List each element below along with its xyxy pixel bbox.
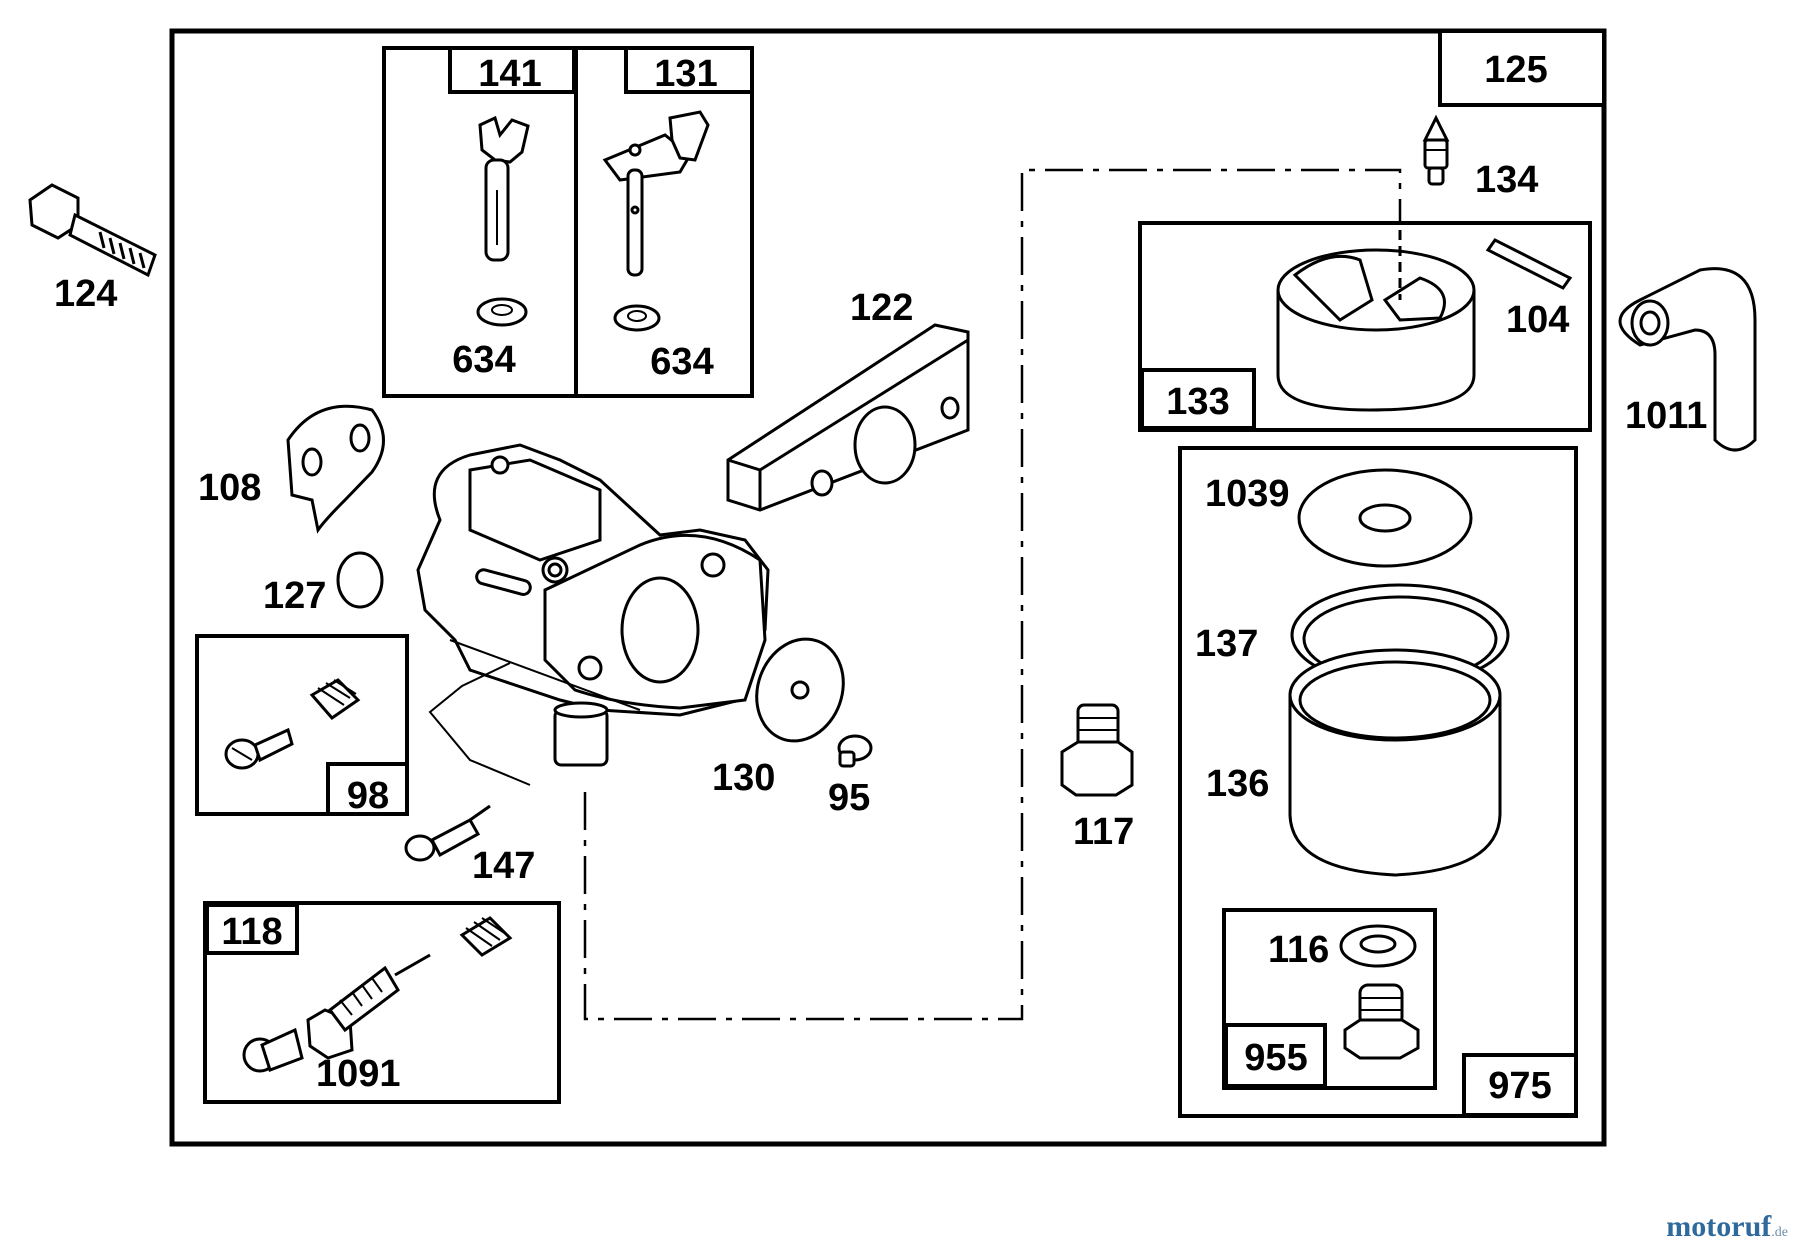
- gasket-1039-drawing: [1297, 468, 1473, 568]
- box-955-label: 955: [1244, 1037, 1307, 1079]
- plug-955-drawing: [1343, 983, 1420, 1060]
- watermark-tld: .de: [1771, 1225, 1788, 1240]
- part-122-label: 122: [850, 287, 913, 329]
- bowl-136-drawing: [1288, 648, 1502, 877]
- watermark: motoruf.de: [1666, 1210, 1788, 1244]
- watermark-brand: motoruf: [1666, 1210, 1772, 1243]
- part-117-label: 117: [1073, 811, 1134, 853]
- part-137-label: 137: [1195, 623, 1258, 665]
- box-955-frame: [1222, 908, 1437, 1090]
- float-133-drawing: [1276, 230, 1476, 412]
- part-116-label: 116: [1268, 929, 1329, 971]
- box-133-label: 133: [1166, 381, 1229, 423]
- part-127-label: 127: [263, 575, 326, 617]
- part-108-label: 108: [198, 467, 261, 509]
- fitting-117-drawing: [1060, 703, 1134, 797]
- screw-147-drawing: [404, 662, 531, 862]
- part-95-label: 95: [828, 777, 870, 819]
- spacer-122-drawing: [726, 323, 970, 512]
- part-634-label-a: 634: [452, 339, 515, 381]
- bolt-124-drawing: [28, 183, 157, 278]
- box-118-frame: [203, 901, 561, 1104]
- box-131-label: 131: [654, 53, 717, 95]
- needle-valve-1091-drawing: [242, 916, 513, 1073]
- plate-108-drawing: [286, 404, 385, 534]
- seal-634-drawing-a: [476, 297, 528, 327]
- box-975-label: 975: [1488, 1065, 1551, 1107]
- choke-shaft-141-drawing: [478, 115, 530, 262]
- needle-134-drawing: [1422, 114, 1450, 186]
- part-1091-label: 1091: [316, 1053, 401, 1095]
- part-1039-label: 1039: [1205, 473, 1290, 515]
- seal-634-drawing-b: [613, 304, 661, 332]
- part-147-label: 147: [472, 845, 535, 887]
- disc-127-drawing: [336, 551, 384, 609]
- throttle-shaft-131-drawing: [602, 110, 710, 277]
- part-104-label: 104: [1506, 299, 1569, 341]
- box-975-frame: [1178, 446, 1578, 1118]
- main-frame: [169, 28, 1607, 1147]
- box-98-label: 98: [347, 775, 389, 817]
- box-125-label: 125: [1484, 49, 1547, 91]
- pin-104-drawing: [1485, 238, 1573, 290]
- box-141-label: 141: [478, 53, 541, 95]
- washer-116-drawing: [1339, 924, 1417, 968]
- box-118-label: 118: [221, 911, 282, 953]
- part-124-label: 124: [54, 273, 117, 315]
- part-130-label: 130: [712, 757, 775, 799]
- gasket-130-drawing: [755, 637, 845, 743]
- screw-95-drawing: [837, 734, 873, 768]
- part-1011-label: 1011: [1625, 395, 1707, 437]
- part-634-label-b: 634: [650, 341, 713, 383]
- part-136-label: 136: [1206, 763, 1269, 805]
- hose-1011-drawing: [1618, 267, 1757, 452]
- box-133-frame: [1138, 221, 1592, 432]
- box-98-frame: [195, 634, 409, 816]
- screw-spring-98-drawing: [224, 678, 361, 770]
- carburetor-body-drawing: [416, 443, 770, 767]
- box-125-frame: [1438, 29, 1606, 107]
- assembly-line: [583, 168, 1402, 1021]
- part-134-label: 134: [1475, 159, 1538, 201]
